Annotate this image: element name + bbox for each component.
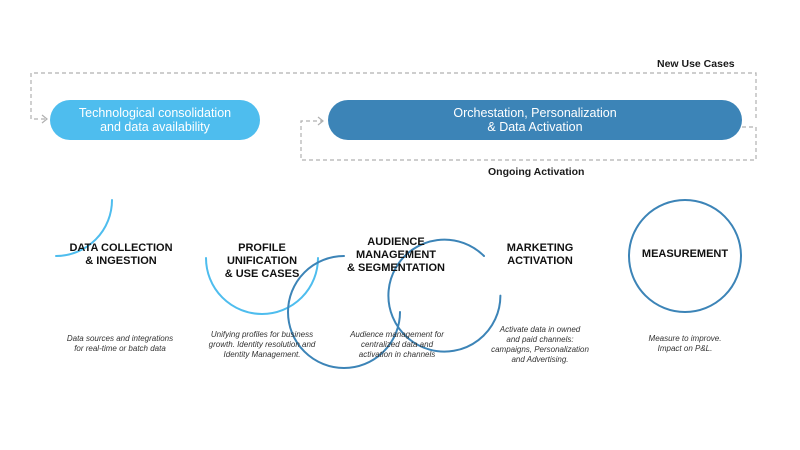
stage-ring-data-collection <box>55 199 113 257</box>
ongoing-activation-loop <box>300 120 757 161</box>
stage-title-marketing-activation: MARKETING ACTIVATION <box>506 242 574 267</box>
orchestration-pill-text: Orchestation, Personalization & Data Act… <box>453 106 617 134</box>
stage-title-measurement: MEASUREMENT <box>641 248 729 260</box>
stage-desc-profile-unification: Unifying profiles for business growth. I… <box>208 330 316 359</box>
stage-ring-marketing-activation <box>387 238 502 353</box>
stage-desc-audience-management: Audience management for centralized data… <box>350 330 444 359</box>
consolidation-pill: Technological consolidation and data ava… <box>50 100 260 140</box>
ongoing-activation-arrow-icon <box>317 116 324 126</box>
orchestration-pill: Orchestation, Personalization & Data Act… <box>328 100 742 140</box>
new-use-cases-loop <box>30 72 757 120</box>
new-use-cases-arrow-icon <box>41 114 48 124</box>
stage-ring-audience-management <box>287 255 401 369</box>
new-use-cases-label: New Use Cases <box>657 58 735 70</box>
ongoing-activation-label: Ongoing Activation <box>488 166 585 178</box>
stage-title-audience-management: AUDIENCE MANAGEMENT & SEGMENTATION <box>347 236 445 274</box>
stage-title-data-collection: DATA COLLECTION & INGESTION <box>69 242 173 267</box>
stage-desc-data-collection: Data sources and integrations for real-t… <box>66 334 174 353</box>
stage-ring-measurement <box>628 199 742 313</box>
stage-desc-measurement: Measure to improve. Impact on P&L. <box>648 334 722 353</box>
stage-desc-marketing-activation: Activate data in owned and paid channels… <box>491 325 589 364</box>
stage-title-profile-unification: PROFILE UNIFICATION & USE CASES <box>224 242 300 280</box>
consolidation-pill-text: Technological consolidation and data ava… <box>78 106 232 134</box>
stage-ring-profile-unification <box>205 257 319 315</box>
